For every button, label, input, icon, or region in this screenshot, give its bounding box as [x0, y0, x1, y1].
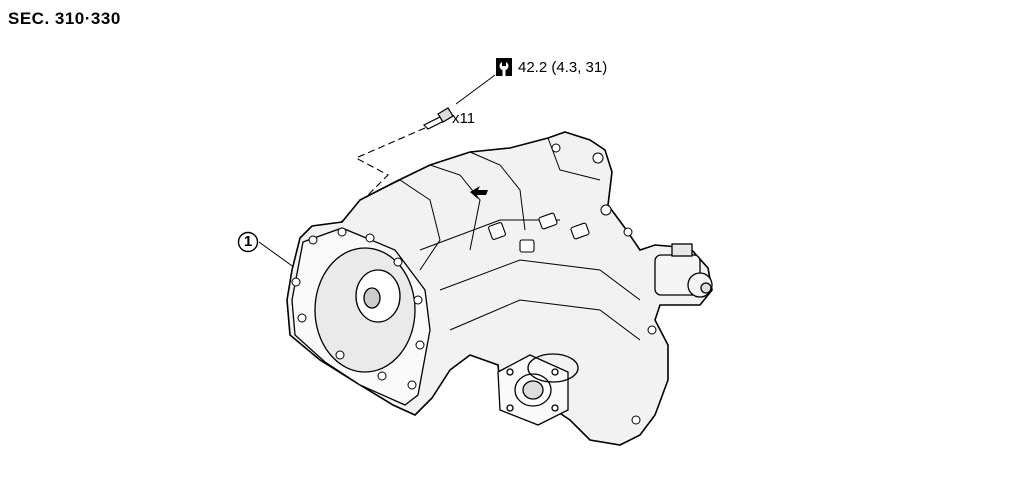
bolt-quantity: x11: [452, 110, 476, 127]
torque-value: 42.2 (4.3, 31): [518, 58, 608, 76]
bolt-illustration: [422, 107, 454, 130]
section-title: SEC. 310·330: [8, 9, 121, 28]
leader-lines: [258, 74, 496, 269]
torque-wrench-icon: [496, 58, 512, 76]
front-flange: [291, 227, 431, 406]
direction-arrow-icon: [470, 186, 488, 199]
rear-output-flange: [497, 353, 579, 426]
flange-bolt-holes: [291, 227, 425, 390]
housing-ribs: [359, 137, 641, 341]
mounting-holes: [551, 143, 657, 425]
callout-number: 1: [243, 233, 253, 250]
actuator-motor: [654, 243, 713, 298]
wire-connectors: [488, 212, 590, 253]
callout-circle: [237, 231, 259, 253]
torque-spec: 42.2 (4.3, 31): [496, 58, 607, 76]
